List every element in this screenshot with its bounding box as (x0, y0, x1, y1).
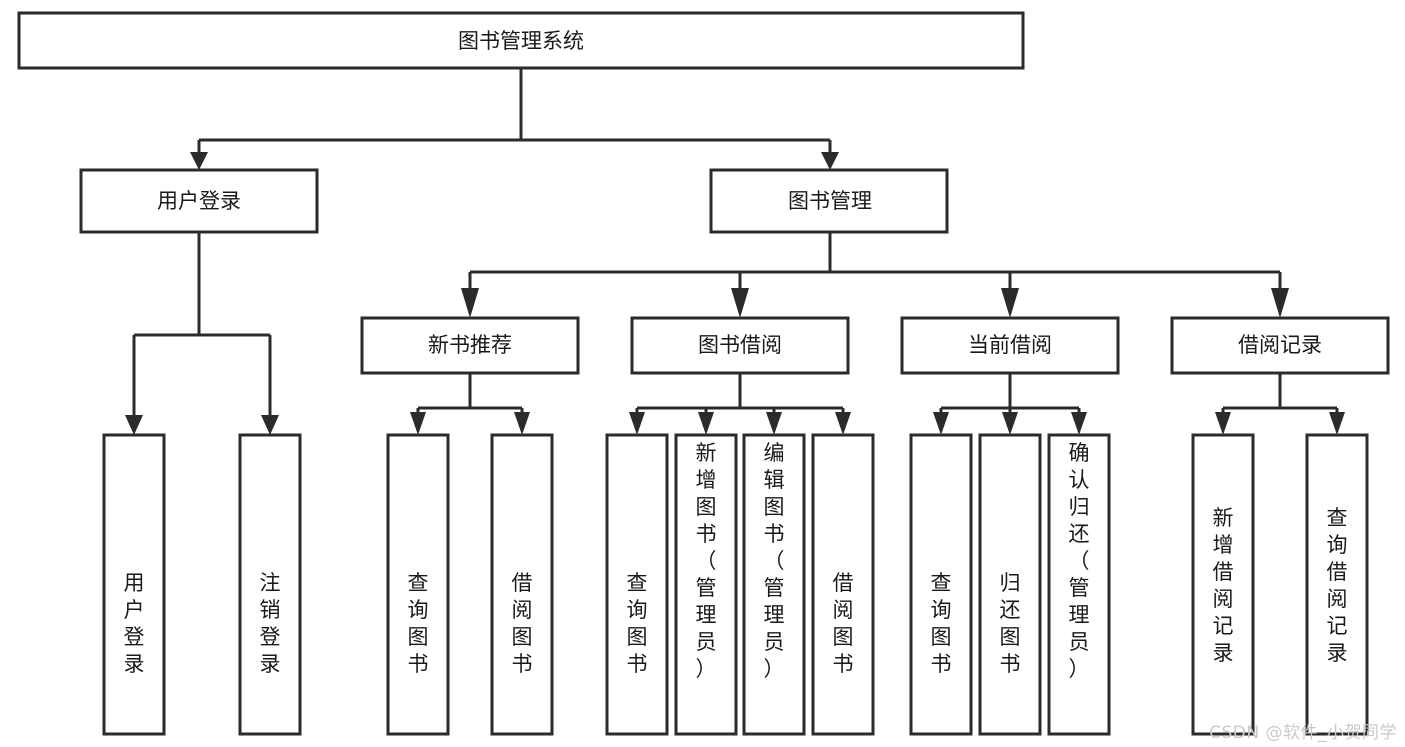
arrow-head-leaf-logout (261, 415, 279, 435)
node-user-login[interactable]: 用户登录 (79, 168, 319, 234)
leaf-node-query-book-c[interactable]: 查询图书 (909, 433, 973, 736)
watermark: CSDN @软件_小贺同学 (1209, 723, 1397, 743)
node-current-borrow-box[interactable] (900, 316, 1120, 375)
node-user-login-label: 用户登录 (157, 189, 241, 213)
leaf-box-query-book-b[interactable] (605, 433, 669, 736)
leaf-label-borrow-book-a: 借阅图书 (512, 571, 533, 676)
arrow-head-newbook-leaf1 (410, 412, 426, 435)
node-user-login-box[interactable] (79, 168, 319, 234)
node-book-borrow-label: 图书借阅 (698, 333, 782, 357)
arrow-head-borrow-leaf1 (629, 412, 645, 435)
leaf-node-query-borrow-record[interactable]: 查询借阅记录 (1305, 433, 1369, 736)
leaf-label-query-book-a: 查询图书 (408, 571, 429, 676)
node-borrow-record-box[interactable] (1170, 316, 1390, 375)
arrow-head-borrow-leaf4 (835, 412, 851, 435)
leaf-box-add-borrow-record[interactable] (1191, 433, 1255, 736)
leaf-label-return-book: 归还图书 (1000, 571, 1021, 676)
arrow-head-leaf-user-login (125, 415, 143, 435)
leaf-node-borrow-book-a[interactable]: 借阅图书 (490, 433, 554, 736)
node-book-management[interactable]: 图书管理 (709, 168, 949, 234)
leaf-label-edit-book: 编辑图书（管理员） (764, 441, 785, 681)
leaf-box-confirm-return[interactable] (1047, 433, 1111, 736)
leaf-node-query-book-b[interactable]: 查询图书 (605, 433, 669, 736)
leaf-box-logout[interactable] (238, 433, 302, 736)
node-current-borrow-label: 当前借阅 (968, 333, 1052, 357)
arrow-head-record-leaf1 (1215, 412, 1231, 435)
node-book-management-box[interactable] (709, 168, 949, 234)
node-borrow-record[interactable]: 借阅记录 (1170, 316, 1390, 375)
arrow-head-current-leaf2 (1002, 412, 1018, 435)
leaf-node-user-login[interactable]: 用户登录 (102, 433, 166, 736)
node-book-management-label: 图书管理 (788, 189, 872, 213)
leaf-label-query-book-c: 查询图书 (931, 571, 952, 676)
leaf-label-logout: 注销登录 (260, 571, 281, 676)
leaf-label-add-book: 新增图书（管理员） (696, 441, 717, 681)
leaf-box-add-book[interactable] (674, 433, 738, 736)
leaf-label-confirm-return: 确认归还（管理员） (1069, 441, 1090, 681)
arrow-head-newbook-leaf2 (514, 412, 530, 435)
leaf-node-edit-book[interactable]: 编辑图书（管理员） (742, 433, 806, 736)
leaf-box-user-login[interactable] (102, 433, 166, 736)
node-root[interactable]: 图书管理系统 (17, 11, 1025, 70)
leaf-box-edit-book[interactable] (742, 433, 806, 736)
node-book-borrow[interactable]: 图书借阅 (630, 316, 850, 375)
leaf-node-add-borrow-record[interactable]: 新增借阅记录 (1191, 433, 1255, 736)
node-new-book-recommend-box[interactable] (360, 316, 580, 375)
node-new-book-recommend-label: 新书推荐 (428, 333, 512, 357)
leaf-label-query-book-b: 查询图书 (627, 571, 648, 676)
arrow-head-record (1271, 288, 1289, 318)
leaf-box-query-book-a[interactable] (386, 433, 450, 736)
leaf-label-query-borrow-record: 查询借阅记录 (1327, 506, 1348, 665)
node-book-borrow-box[interactable] (630, 316, 850, 375)
arrow-head-record-leaf2 (1329, 412, 1345, 435)
node-root-box[interactable] (17, 11, 1025, 70)
leaf-node-borrow-book-b[interactable]: 借阅图书 (811, 433, 875, 736)
node-root-label: 图书管理系统 (458, 29, 584, 53)
leaf-label-add-borrow-record: 新增借阅记录 (1213, 506, 1234, 665)
arrow-head-book-mgmt (821, 152, 839, 170)
leaf-box-query-book-c[interactable] (909, 433, 973, 736)
leaf-label-user-login: 用户登录 (124, 571, 145, 676)
edges-layer (125, 68, 1345, 435)
node-current-borrow[interactable]: 当前借阅 (900, 316, 1120, 375)
arrow-head-borrow-leaf2 (698, 412, 714, 435)
arrow-head-current-leaf3 (1071, 412, 1087, 435)
leaf-node-query-book-a[interactable]: 查询图书 (386, 433, 450, 736)
leaf-box-return-book[interactable] (978, 433, 1042, 736)
node-new-book-recommend[interactable]: 新书推荐 (360, 316, 580, 375)
leaf-box-borrow-book-a[interactable] (490, 433, 554, 736)
arrow-head-newbook (461, 288, 479, 318)
leaf-box-borrow-book-b[interactable] (811, 433, 875, 736)
arrow-head-borrow (731, 288, 749, 318)
leaf-node-logout[interactable]: 注销登录 (238, 433, 302, 736)
arrow-head-borrow-leaf3 (766, 412, 782, 435)
node-borrow-record-label: 借阅记录 (1238, 333, 1322, 357)
leaf-box-query-borrow-record[interactable] (1305, 433, 1369, 736)
leaf-node-confirm-return[interactable]: 确认归还（管理员） (1047, 433, 1111, 736)
arrow-head-current (1001, 288, 1019, 318)
arrow-head-current-leaf1 (933, 412, 949, 435)
arrow-head-user-login (190, 152, 208, 170)
leaf-node-add-book[interactable]: 新增图书（管理员） (674, 433, 738, 736)
leaf-node-return-book[interactable]: 归还图书 (978, 433, 1042, 736)
leaf-label-borrow-book-b: 借阅图书 (833, 571, 854, 676)
